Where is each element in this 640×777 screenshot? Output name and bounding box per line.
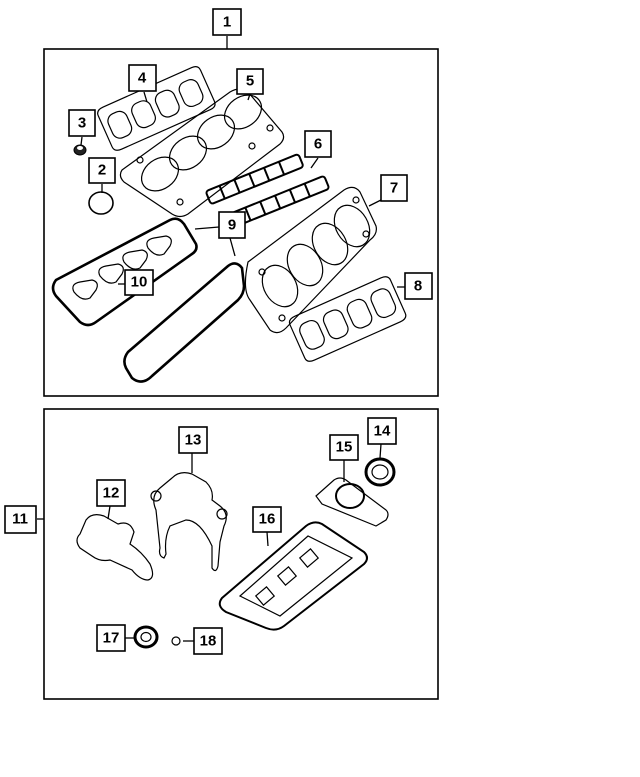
callout-1: 1 <box>212 8 242 36</box>
callout-16: 16 <box>252 506 282 533</box>
cylinder-head-gasket-upper <box>119 88 285 218</box>
exhaust-manifold-gasket-lower <box>288 276 407 362</box>
small-o-ring <box>171 636 181 646</box>
callout-8: 8 <box>404 272 433 300</box>
o-ring-part <box>88 191 114 215</box>
callout-3: 3 <box>68 109 96 137</box>
callout-6: 6 <box>304 130 332 158</box>
oil-pan-gasket <box>218 521 368 631</box>
lower-gasket-set-panel <box>43 408 439 700</box>
callout-8-label: 8 <box>414 278 422 295</box>
plug-seal-part <box>73 144 87 156</box>
callout-11-label: 11 <box>12 511 28 528</box>
callout-18: 18 <box>193 627 223 655</box>
timing-cover-gasket <box>153 472 227 572</box>
valve-cover-gasket-right <box>123 262 246 383</box>
callout-15-label: 15 <box>336 439 353 456</box>
callout-16-label: 16 <box>259 511 276 528</box>
intake-manifold-gasket-set <box>205 153 330 227</box>
callout-14-label: 14 <box>374 423 391 440</box>
callout-12-label: 12 <box>103 485 120 502</box>
valve-cover-gasket-left <box>51 217 198 327</box>
callout-7-label: 7 <box>390 180 398 197</box>
callout-1-label: 1 <box>223 14 231 31</box>
callout-13-label: 13 <box>185 432 202 449</box>
exhaust-manifold-gasket-upper <box>97 66 216 151</box>
callout-13: 13 <box>178 426 208 454</box>
leader-lines <box>37 36 405 642</box>
callout-9-label: 9 <box>228 217 236 234</box>
callout-6-label: 6 <box>314 136 322 153</box>
rear-main-seal <box>364 457 396 487</box>
callout-4: 4 <box>128 64 157 92</box>
callout-14: 14 <box>367 417 397 445</box>
callout-17: 17 <box>96 624 126 652</box>
callout-5: 5 <box>236 68 264 95</box>
callout-9: 9 <box>218 211 246 239</box>
callout-5-label: 5 <box>246 73 254 90</box>
callout-18-label: 18 <box>200 633 217 650</box>
callout-11: 11 <box>4 505 37 534</box>
water-pump-gasket <box>76 514 154 581</box>
cylinder-head-gasket-lower <box>244 186 377 334</box>
callout-15: 15 <box>329 434 359 461</box>
callout-2: 2 <box>88 157 116 184</box>
callout-10: 10 <box>124 269 154 296</box>
callout-3-label: 3 <box>78 115 86 132</box>
rear-seal-retainer <box>315 477 389 527</box>
front-crank-seal <box>133 625 159 649</box>
upper-gasket-set-panel <box>43 48 439 397</box>
callout-10-label: 10 <box>131 274 148 291</box>
callout-4-label: 4 <box>138 70 147 87</box>
callout-2-label: 2 <box>98 162 106 179</box>
callout-17-label: 17 <box>103 630 120 647</box>
callout-12: 12 <box>96 479 126 507</box>
callout-7: 7 <box>380 174 408 202</box>
